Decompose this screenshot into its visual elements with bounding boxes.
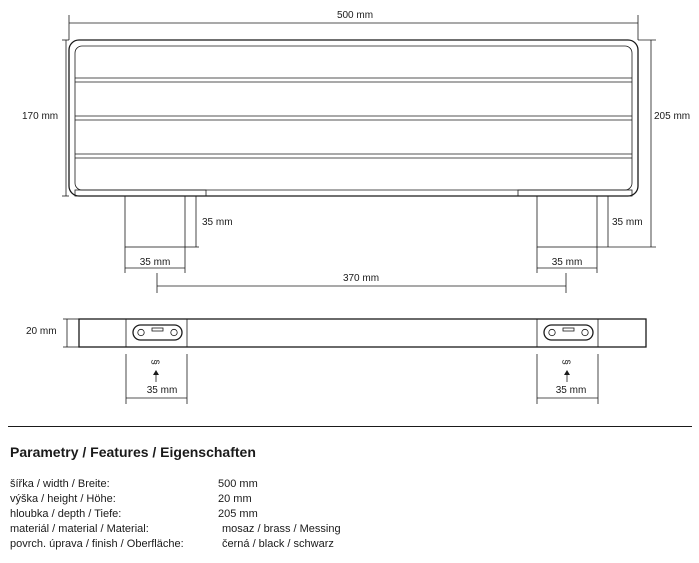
section-divider xyxy=(8,426,692,427)
left-mount-indicator: § xyxy=(149,359,160,382)
dim-total-depth: 205 mm xyxy=(597,39,690,248)
spec-label: materiál / material / Material: xyxy=(10,523,149,535)
post-height-right-label: 35 mm xyxy=(612,217,643,228)
mount-width-left-label: 35 mm xyxy=(147,385,178,396)
dim-bar-thickness: 20 mm xyxy=(26,318,79,348)
dim-post-width-left: 35 mm xyxy=(124,247,186,273)
right-mount-slot xyxy=(543,324,594,341)
hole-spacing-label: 370 mm xyxy=(343,273,379,284)
left-mount-symbol: § xyxy=(149,359,160,365)
right-post xyxy=(536,195,598,248)
spec-label: povrch. úprava / finish / Oberfläche: xyxy=(10,538,184,550)
dim-mount-width-right: 35 mm xyxy=(536,354,599,404)
spec-value: 205 mm xyxy=(218,508,258,520)
right-mount-symbol: § xyxy=(560,359,571,365)
dim-hole-spacing: 370 mm xyxy=(156,273,567,293)
spec-value: 500 mm xyxy=(218,478,258,490)
body-height-label: 170 mm xyxy=(22,111,58,122)
dim-post-height-right: 35 mm xyxy=(597,195,643,247)
bar-thickness-label: 20 mm xyxy=(26,326,57,337)
mount-width-right-label: 35 mm xyxy=(556,385,587,396)
left-post xyxy=(124,195,186,248)
post-height-left-label: 35 mm xyxy=(202,217,233,228)
overall-width-label: 500 mm xyxy=(337,10,373,21)
right-mount-indicator: § xyxy=(560,359,571,382)
total-depth-label: 205 mm xyxy=(654,111,690,122)
left-flange xyxy=(74,189,207,197)
post-width-left-label: 35 mm xyxy=(140,257,171,268)
right-flange xyxy=(517,189,633,197)
dim-mount-width-left: 35 mm xyxy=(125,354,188,404)
dim-body-height: 170 mm xyxy=(22,39,69,197)
dim-post-height-left: 35 mm xyxy=(185,195,233,248)
spec-label: výška / height / Höhe: xyxy=(10,493,116,505)
spec-value: mosaz / brass / Messing xyxy=(222,523,341,535)
technical-drawing: 500 mm 170 mm xyxy=(22,10,690,404)
top-bar xyxy=(78,318,647,348)
post-width-right-label: 35 mm xyxy=(552,257,583,268)
front-view: 500 mm 170 mm xyxy=(22,10,690,293)
shelf-body-inner xyxy=(74,45,633,191)
spec-value: černá / black / schwarz xyxy=(222,538,334,550)
spec-label: hloubka / depth / Tiefe: xyxy=(10,508,122,520)
dim-overall-width: 500 mm xyxy=(68,10,639,40)
top-view: 20 mm § § 35 mm 35 mm xyxy=(26,318,647,404)
spec-value: 20 mm xyxy=(218,493,252,505)
spec-label: šířka / width / Breite: xyxy=(10,478,110,490)
shelf-bars xyxy=(75,77,632,159)
dim-post-width-right: 35 mm xyxy=(536,247,598,273)
features-title: Parametry / Features / Eigenschaften xyxy=(10,444,256,460)
left-mount-slot xyxy=(132,324,183,341)
shelf-body-outer xyxy=(68,39,639,197)
